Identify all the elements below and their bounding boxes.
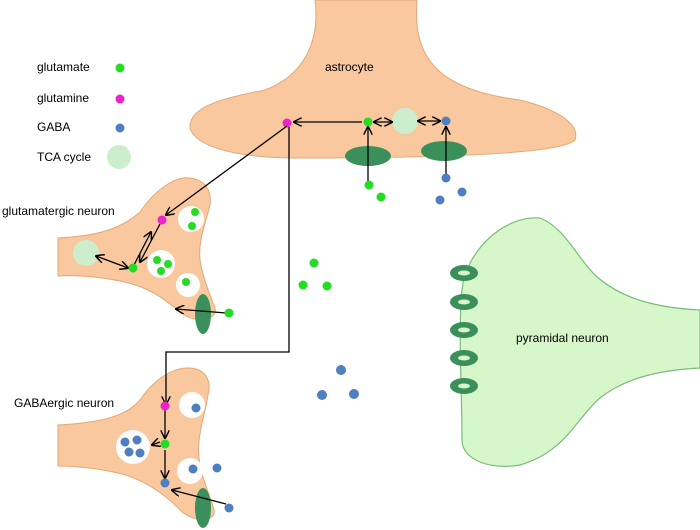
arrow-glutamine-to-glutamate [140, 223, 161, 262]
receptor [450, 378, 478, 394]
legend-label-glutamate: glutamate [37, 60, 90, 74]
legend-swatch-glutamate [115, 63, 125, 73]
pyramidal-neuron-label: pyramidal neuron [516, 331, 609, 345]
legend: glutamate glutamine GABA TCA cycle [37, 60, 131, 169]
arrow-glutamate-to-vesicle-gaba [152, 442, 160, 445]
receptor [450, 350, 478, 366]
glutamate-dot [182, 278, 190, 286]
glutamate-dot [376, 192, 386, 202]
glutamate-dot [188, 222, 196, 230]
glutamatergic-tca-cycle [73, 240, 99, 266]
gaba-dot [441, 173, 451, 183]
glutamate-dot [322, 281, 332, 291]
glutamate-dot [364, 180, 374, 190]
pyramidal-neuron-body [459, 217, 700, 467]
vesicle [179, 392, 205, 418]
glutamate-dot [191, 208, 199, 216]
receptor [450, 294, 478, 310]
glutamatergic-glutamate-dot [128, 263, 138, 273]
gaba-dot [349, 389, 359, 399]
glutamate-dot [164, 260, 172, 268]
vesicle [116, 430, 150, 464]
astrocyte-glutamate-dot [363, 117, 373, 127]
arrow-glutamate-reuptake [176, 309, 227, 313]
gaba-dot [132, 435, 142, 445]
gaba-dot [120, 437, 130, 447]
gabaergic-glutamine-dot [160, 401, 170, 411]
astrocyte-gaba-transporter [421, 141, 467, 161]
glutamatergic-neuron-body [57, 177, 216, 321]
arrow-glutamate-to-vesicle [133, 232, 151, 266]
arrow-glutamine-to-glutamatergic [166, 125, 288, 215]
astrocyte-body [189, 0, 577, 159]
arrow-gaba-reuptake [172, 490, 227, 505]
glutamatergic-neuron-label: glutamatergic neuron [2, 204, 115, 218]
glutamatergic-glutamine-dot [157, 215, 167, 225]
legend-swatch-glutamine [115, 94, 125, 104]
gabaergic-gaba-dot [160, 478, 170, 488]
receptor [450, 265, 478, 281]
arrow-tca-glutamate [96, 256, 128, 268]
receptor [450, 322, 478, 338]
gabaergic-glutamate-dot [160, 439, 170, 449]
legend-label-gaba: GABA [37, 120, 70, 134]
legend-label-glutamine: glutamine [37, 91, 89, 105]
gaba-dot [135, 448, 145, 458]
astrocyte-gaba-dot [441, 116, 451, 126]
gaba-dot [317, 390, 327, 400]
astrocyte-tca-cycle [392, 108, 418, 134]
astrocyte-glutamine-dot [282, 118, 292, 128]
gaba-dot [224, 503, 234, 513]
gaba-dot [191, 403, 201, 413]
glutamate-dot [157, 267, 165, 275]
gaba-dot [124, 447, 134, 457]
gaba-dot [435, 195, 445, 205]
legend-swatch-gaba [115, 123, 125, 133]
gabaergic-neuron-label: GABAergic neuron [14, 396, 114, 410]
gaba-dot [457, 187, 467, 197]
gaba-dot [212, 463, 222, 473]
legend-label-tca: TCA cycle [37, 150, 91, 164]
glutamatergic-transporter [195, 294, 211, 334]
glutamate-dot [224, 308, 234, 318]
glutamate-dot [298, 280, 308, 290]
vesicle [147, 250, 175, 278]
gabaergic-transporter [195, 488, 211, 528]
astrocyte-label: astrocyte [325, 60, 374, 74]
gaba-dot [188, 464, 198, 474]
legend-swatch-tca [107, 145, 131, 169]
gaba-dot [336, 365, 346, 375]
arrow-glutamine-to-gabaergic [166, 127, 290, 404]
glutamate-dot [309, 258, 319, 268]
glutamate-dot [153, 256, 161, 264]
